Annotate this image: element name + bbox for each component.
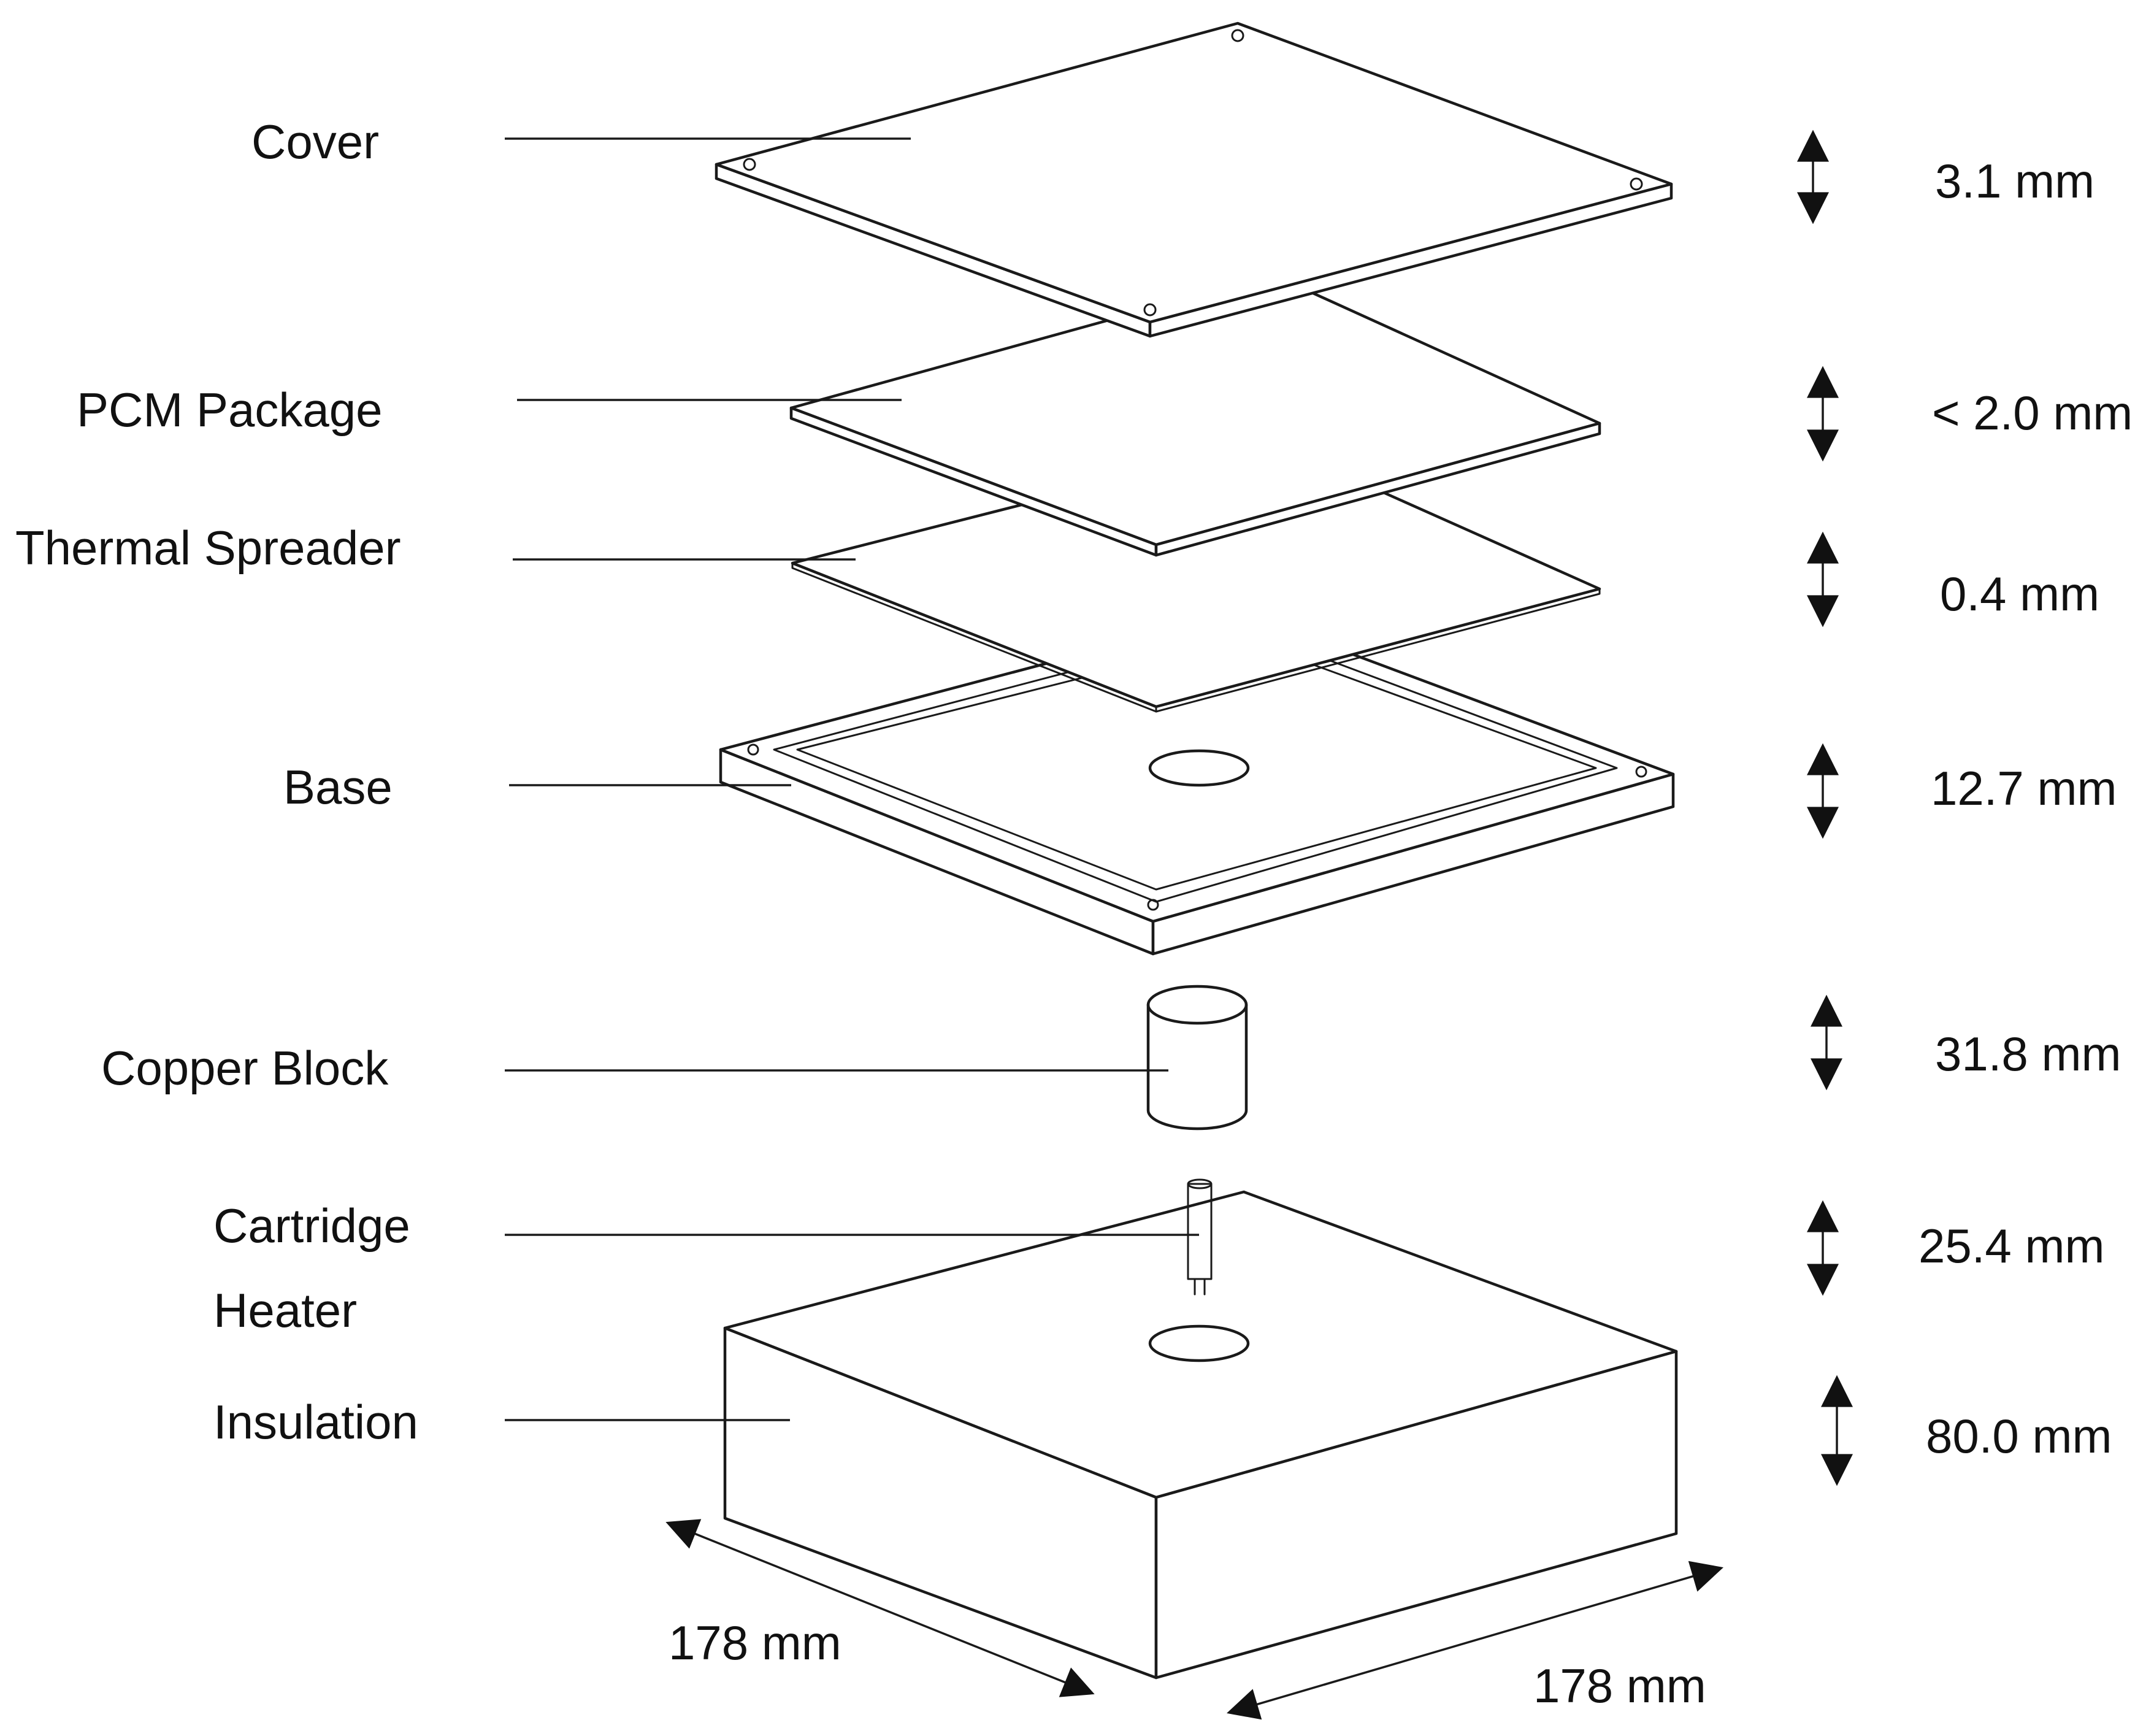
label-pcm-package: PCM Package: [77, 383, 383, 437]
label-insulation: Insulation: [213, 1395, 418, 1449]
label-cover: Cover: [251, 115, 379, 169]
thickness-cover: 3.1 mm: [1935, 154, 2095, 208]
thickness-values: 3.1 mm < 2.0 mm 0.4 mm 12.7 mm 31.8 mm 2…: [1918, 154, 2133, 1463]
cover-plate: [715, 21, 1673, 338]
label-thermal-spreader: Thermal Spreader: [15, 521, 401, 575]
arrow-footprint-right: [1227, 1561, 1723, 1720]
thickness-copper-block: 31.8 mm: [1935, 1027, 2121, 1081]
footprint-left-label: 178 mm: [669, 1616, 841, 1670]
footprint-dimensions: 178 mm 178 mm: [665, 1519, 1723, 1720]
base-center-hole: [1148, 749, 1250, 787]
footprint-right-label: 178 mm: [1533, 1659, 1706, 1713]
insulation-block: [723, 1190, 1678, 1680]
label-base: Base: [283, 760, 393, 814]
base-plate: [719, 610, 1675, 956]
thickness-cartridge-heater: 25.4 mm: [1918, 1219, 2104, 1273]
label-cartridge-heater-line2: Heater: [213, 1283, 357, 1337]
cartridge-heater: [1187, 1178, 1213, 1296]
thickness-arrows: [1797, 129, 1853, 1486]
label-cartridge-heater-line1: Cartridge: [213, 1199, 410, 1253]
thickness-insulation: 80.0 mm: [1926, 1409, 2112, 1463]
copper-block: [1146, 985, 1248, 1131]
thickness-pcm-package: < 2.0 mm: [1932, 386, 2133, 440]
component-labels: Cover PCM Package Thermal Spreader Base …: [15, 115, 418, 1449]
insulation-heater-hole: [1148, 1324, 1250, 1362]
arrow-footprint-left: [665, 1519, 1095, 1697]
leader-lines: [505, 137, 1199, 1421]
thickness-base: 12.7 mm: [1931, 761, 2117, 815]
label-copper-block: Copper Block: [101, 1041, 389, 1095]
pcm-package: [789, 273, 1601, 557]
thickness-thermal-spreader: 0.4 mm: [1940, 567, 2099, 621]
